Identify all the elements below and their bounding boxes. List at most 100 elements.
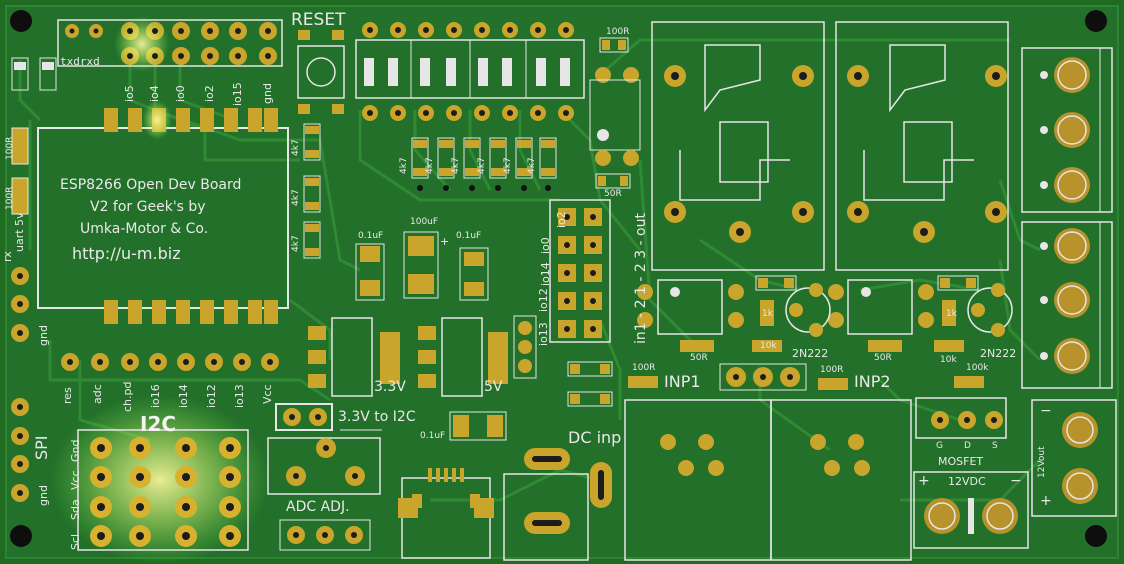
- pin-label-chpd: ch.pd: [121, 381, 134, 412]
- esp-title-line-1: ESP8266 Open Dev Board: [60, 177, 242, 193]
- mosfet: [915, 397, 1007, 439]
- r1k-a: 1k: [762, 309, 773, 319]
- esp-pad-glow: [142, 100, 172, 140]
- pin-label-io5: io5: [123, 85, 136, 102]
- r4k7-5: 4k7: [503, 157, 513, 174]
- dc-inp-label: DC inp: [568, 428, 622, 447]
- mosfet-pin-g: G: [936, 441, 943, 451]
- bottom-header: [61, 353, 279, 371]
- top-header: [57, 16, 283, 72]
- i2c-title: I2C: [140, 412, 177, 436]
- input-jacks: [624, 399, 912, 561]
- cap-polarity-plus: +: [440, 235, 450, 248]
- pin-label-io14: io14: [177, 384, 190, 408]
- i2c-block: [50, 395, 270, 564]
- io-col-io13: io13: [537, 322, 550, 346]
- jumper-label: 3.3V to I2C: [338, 409, 416, 425]
- pin-label-io15: io15: [231, 82, 244, 106]
- input-diodes: [567, 361, 613, 407]
- vdc-plus: +: [918, 473, 930, 489]
- dc-jack: [503, 448, 612, 561]
- r100k-label: 100k: [966, 363, 989, 373]
- r50-b: 50R: [690, 353, 708, 363]
- vdc-label: 12VDC: [948, 475, 986, 488]
- cap-c3-label: 0.1uF: [456, 231, 482, 241]
- transistor-1-label: 2N222: [792, 347, 829, 360]
- r100-inp1: 100R: [632, 363, 656, 373]
- transistor-2-label: 2N222: [980, 347, 1017, 360]
- i2c-row-scl: Scl: [69, 533, 82, 550]
- pin-label-io4: io4: [148, 85, 161, 102]
- r4k7-1: 4k7: [399, 157, 409, 174]
- regulators: [308, 317, 508, 397]
- terminal-blocks: [1021, 47, 1117, 517]
- r4k7-3: 4k7: [451, 157, 461, 174]
- r4k7-6: 4k7: [527, 157, 537, 174]
- mosfet-pin-d: D: [964, 441, 971, 451]
- relay-driver-top: [589, 37, 641, 189]
- r4k7-4: 4k7: [477, 157, 487, 174]
- r50-c: 50R: [874, 353, 892, 363]
- pin-label-res: res: [61, 387, 74, 404]
- spi-label: SPI: [32, 435, 51, 460]
- esp-title-line-3: Umka-Motor & Co.: [80, 221, 209, 237]
- pin-label-vcc: Vcc: [261, 384, 274, 404]
- left-smd: [11, 57, 57, 215]
- r100-inp2: 100R: [820, 365, 844, 375]
- mounting-holes: [10, 10, 1107, 547]
- io-col-io0: io0: [539, 237, 552, 254]
- i2c-row-gnd: Gnd: [69, 439, 82, 462]
- i2c-row-vcc: Vcc: [69, 470, 82, 490]
- inp2-label: INP2: [854, 372, 891, 391]
- transistors: [785, 283, 1013, 337]
- vdc-terminal: [913, 471, 1029, 549]
- relay-1: [651, 21, 825, 271]
- adc-adj-label: ADC ADJ.: [286, 499, 350, 515]
- r4k7-2: 4k7: [425, 157, 435, 174]
- rx-label: rx: [1, 251, 14, 262]
- gnd-bottom-label: gnd: [37, 485, 50, 506]
- gnd-top-label: gnd: [37, 325, 50, 346]
- mosfet-pin-s: S: [992, 441, 998, 451]
- txdrxd-label: txdrxd: [60, 55, 100, 68]
- optocouplers: [657, 279, 913, 335]
- pin-label-adc: adc: [91, 384, 104, 404]
- pullup-resistors: [303, 123, 557, 259]
- i2c-row-sda: Sda: [69, 499, 82, 520]
- side-4k7-2: 4k7: [291, 189, 301, 206]
- esp-url: http://u-m.biz: [72, 244, 181, 263]
- reg-33v-label: 3.3V: [374, 379, 406, 395]
- r100-top-relay: 100R: [606, 27, 630, 37]
- pin-label-io2: io2: [203, 85, 216, 102]
- pin-label-gnd: gnd: [261, 83, 274, 104]
- r10k-b: 10k: [940, 355, 957, 365]
- vout-label: 12Vout: [1037, 446, 1047, 478]
- dip-switch: [355, 22, 585, 121]
- usb-footprint: [398, 468, 494, 559]
- io-col-io12: io12: [537, 288, 550, 312]
- vout-minus: −: [1040, 403, 1052, 419]
- reset-label: RESET: [291, 10, 346, 30]
- esp-title-line-2: V2 for Geek's by: [90, 199, 206, 215]
- power-caps: [355, 231, 507, 441]
- mosfet-label: MOSFET: [938, 455, 984, 468]
- esp-bottom-pads: [104, 300, 278, 324]
- side-4k7-1: 4k7: [291, 139, 301, 156]
- pin-label-io13: io13: [233, 384, 246, 408]
- inp1-label: INP1: [664, 372, 701, 391]
- relay-2: [835, 21, 1009, 271]
- r100-top-label: 100R: [5, 136, 15, 160]
- side-4k7-3: 4k7: [291, 235, 301, 252]
- adc-trimmer: [267, 437, 381, 551]
- io-col-io14: io14: [539, 262, 552, 286]
- pin-label-io12: io12: [205, 384, 218, 408]
- cap-c4-label: 0.1uF: [420, 431, 446, 441]
- jumper-33v: [275, 403, 382, 431]
- reset-button-footprint: [297, 30, 345, 114]
- vout-plus: +: [1040, 493, 1052, 509]
- relay-io-header: [513, 199, 611, 379]
- cap-c2-label: 100uF: [410, 217, 439, 227]
- r1k-b: 1k: [946, 309, 957, 319]
